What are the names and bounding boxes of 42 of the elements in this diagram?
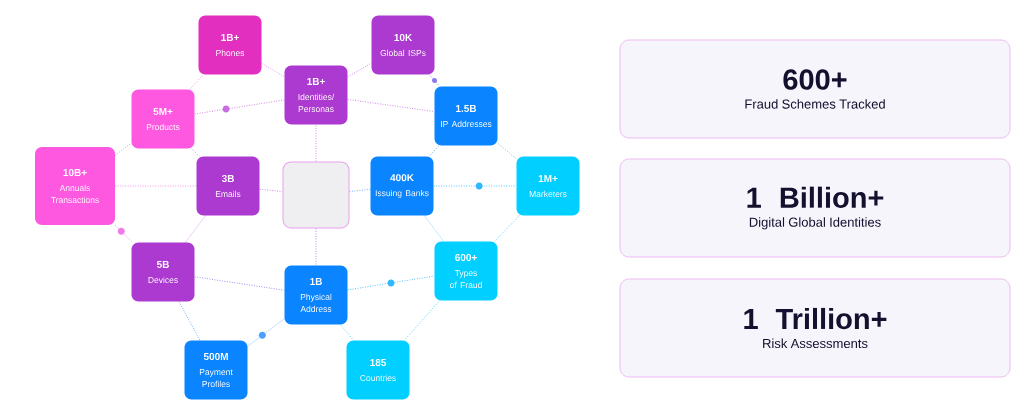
dotted-connector: [494, 215, 520, 242]
stat-box: 1B+ Phones: [198, 15, 262, 75]
dotted-connector: [497, 142, 517, 160]
stat-box: 185 Countries: [346, 340, 410, 400]
stat-box: 3B Emails: [196, 156, 260, 216]
dotted-connector: [178, 301, 201, 341]
dotted-connector: [247, 318, 285, 347]
stat-card: 600+ Fraud Schemes Tracked: [619, 39, 1011, 139]
stat-box: 10B+ Annuals Transactions: [35, 147, 115, 225]
dotted-connector: [194, 276, 285, 291]
dotted-connector: [259, 188, 283, 192]
dotted-connector: [194, 99, 285, 115]
dotted-connector: [315, 228, 317, 266]
dotted-connector: [114, 142, 132, 156]
stat-box: 10K Global ISPs: [371, 15, 435, 75]
dotted-connector: [191, 148, 200, 157]
dotted-connector: [185, 215, 206, 243]
dotted-connector: [433, 182, 517, 190]
stat-box: 1M+ Marketers: [516, 156, 580, 216]
stat-box: 5B Devices: [131, 242, 195, 302]
stat-box: 500M Payment Profiles: [184, 340, 248, 400]
stat-box: 1B+ Identities/ Personas: [284, 65, 348, 125]
dotted-connector: [340, 324, 354, 341]
dotted-connector: [428, 145, 440, 157]
dotted-connector: [423, 215, 445, 242]
dotted-connector: [428, 74, 441, 87]
dotted-connector: [315, 124, 317, 162]
dotted-connector: [403, 300, 441, 341]
stat-box: 400K Issuing Banks: [370, 156, 434, 216]
dotted-connector: [261, 62, 285, 77]
dotted-connector: [114, 224, 134, 243]
dotted-connector: [347, 275, 435, 291]
stat-card: 1 Trillion+ Risk Assessments: [619, 278, 1011, 378]
dotted-connector: [114, 185, 197, 187]
tile: [282, 161, 350, 229]
dotted-connector: [349, 188, 371, 192]
stat-box: 1.5B IP Addresses: [434, 86, 498, 146]
stat-box: 5M+ Products: [131, 89, 195, 149]
stat-card: 1 Billion+ Digital Global Identities: [619, 158, 1011, 258]
dotted-connector: [347, 62, 372, 78]
stat-box: 600+ Types of Fraud: [434, 241, 498, 301]
stat-box: 1B Physical Address: [284, 265, 348, 325]
